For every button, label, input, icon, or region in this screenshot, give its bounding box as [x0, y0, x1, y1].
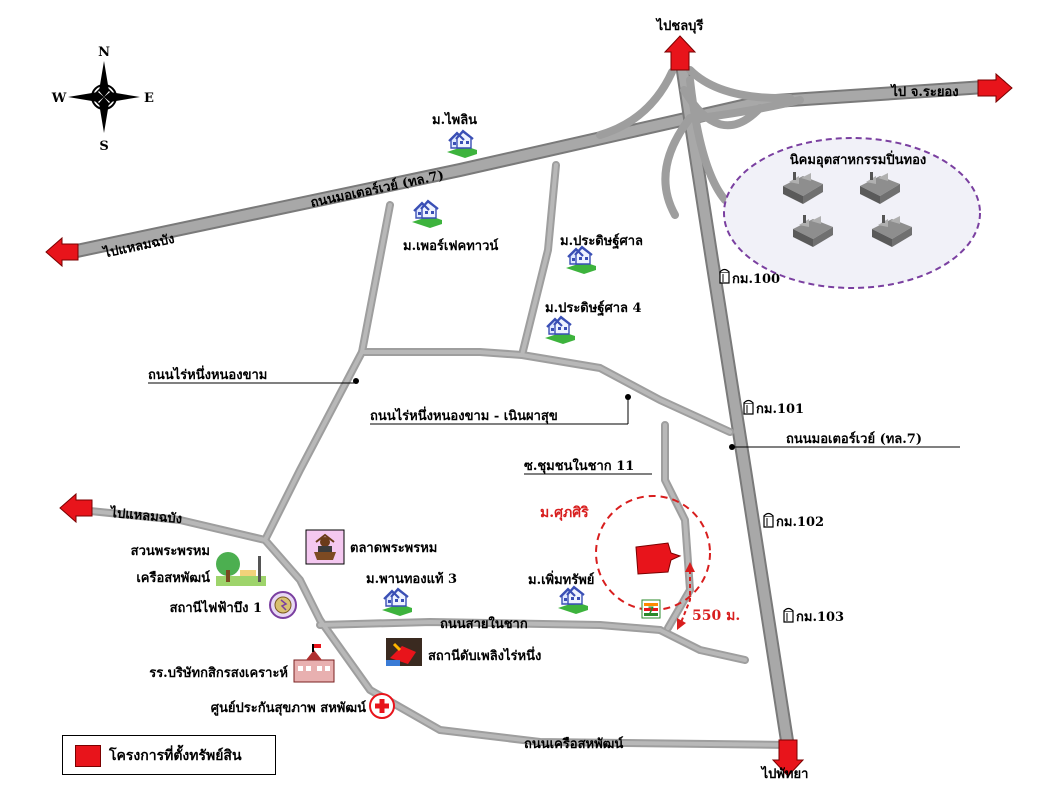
village-phailin: ม.ไพลิน [432, 111, 477, 128]
landmark-market: ตลาดพระพรหม [350, 541, 437, 556]
dest-laem-chabang-mid: ไปแหลมฉบัง [108, 504, 183, 527]
km-marker-101: กม.101 [756, 402, 804, 417]
market-icon [305, 529, 345, 565]
house-icon [445, 129, 479, 160]
destination-arrows [45, 35, 1013, 777]
road-network [65, 51, 1007, 767]
landmark-substation: สถานีไฟฟ้าบึง 1 [170, 599, 262, 616]
arrow-west-mid-icon [59, 492, 93, 524]
house-icon [564, 245, 598, 276]
distance-arrow-icon [679, 570, 691, 626]
village-phan-thong-thae-3: ม.พานทองแท้ 3 [366, 571, 457, 587]
legend-property-label: โครงการที่ตั้งทรัพย์สิน [109, 748, 242, 764]
arrow-west-top-icon [45, 236, 79, 268]
km-marker-102: กม.102 [776, 515, 824, 530]
property-site: ม.ศุภศิริ 550 ม. 7 [540, 495, 740, 630]
house-icon [380, 587, 414, 618]
map-legend: โครงการที่ตั้งทรัพย์สิน [62, 735, 276, 775]
road-label-soi-chumchon: ซ.ชุมชนในชาก 11 [524, 457, 634, 474]
fire-station-icon [386, 638, 422, 666]
landmark-health-center: ศูนย์ประกันสุขภาพ สหพัฒน์ [211, 700, 366, 716]
road-label-khruea-sahaphat: ถนนเครือสหพัฒน์ [524, 736, 623, 752]
km-post-icon [743, 399, 754, 415]
svg-text:7: 7 [648, 606, 654, 616]
compass-e: E [144, 91, 154, 106]
park-icon [216, 552, 266, 586]
village-phoem-sap: ม.เพิ่มทรัพย์ [528, 570, 594, 588]
road-label-rai-nueng: ถนนไร่หนึ่งหนองขาม [148, 365, 267, 383]
km-post-icon [783, 607, 794, 623]
arrow-north-icon [663, 35, 697, 71]
interchange-ramps [596, 66, 804, 219]
compass-w: W [51, 91, 67, 106]
dest-chonburi: ไปชลบุรี [655, 17, 704, 34]
landmark-park-line2: เครือสหพัฒน์ [136, 570, 210, 586]
health-center-cross-icon [369, 693, 395, 719]
landmark-fire-station: สถานีดับเพลิงไร่หนึ่ง [428, 646, 541, 664]
dest-rayong: ไป จ.ระยอง [889, 83, 958, 100]
road-label-rai-nueng-noen-pha-suk: ถนนไร่หนึ่งหนองขาม - เนินผาสุข [370, 406, 558, 424]
km-marker-100: กม.100 [732, 272, 780, 287]
landmark-park-line1: สวนพระพรหม [131, 544, 210, 559]
house-icon [543, 315, 577, 346]
arrow-east-icon [977, 72, 1013, 104]
road-label-sai-nai-chak: ถนนสายในชาก [440, 615, 528, 632]
school-icon [293, 644, 335, 683]
village-perfect-town: ม.เพอร์เฟคทาวน์ [403, 238, 498, 254]
road-left-vertical [261, 201, 394, 544]
compass-rose-icon: N S E W [51, 45, 154, 154]
compass-n: N [98, 45, 110, 60]
km-post-icon [719, 268, 730, 284]
landmark-school: รร.บริษัทกสิกรสงเคราะห์ [149, 665, 288, 681]
industrial-estate-zone: นิคมอุตสาหกรรมปิ่นทอง [723, 137, 981, 289]
village-pradit-sala-4: ม.ประดิษฐ์ศาล 4 [545, 300, 642, 317]
road-label-motorway-right: ถนนมอเตอร์เวย์ (ทล.7) [786, 431, 922, 447]
village-suphasiri: ม.ศุภศิริ [540, 505, 589, 521]
legend-property-swatch [75, 745, 101, 767]
substation-icon [269, 591, 297, 619]
dest-pattaya: ไปพัทยา [760, 765, 809, 782]
km-post-icon [763, 512, 774, 528]
convenience-store-icon: 7 [641, 599, 661, 619]
arrow-south-icon [771, 739, 805, 777]
industrial-estate-label: นิคมอุตสาหกรรมปิ่นทอง [790, 150, 926, 168]
house-icon [410, 199, 444, 230]
house-icon [556, 585, 590, 616]
compass-s: S [99, 139, 108, 154]
km-marker-103: กม.103 [796, 610, 844, 625]
property-marker-icon [635, 542, 682, 575]
distance-label: 550 ม. [692, 608, 740, 624]
village-pradit-sala: ม.ประดิษฐ์ศาล [560, 233, 643, 250]
